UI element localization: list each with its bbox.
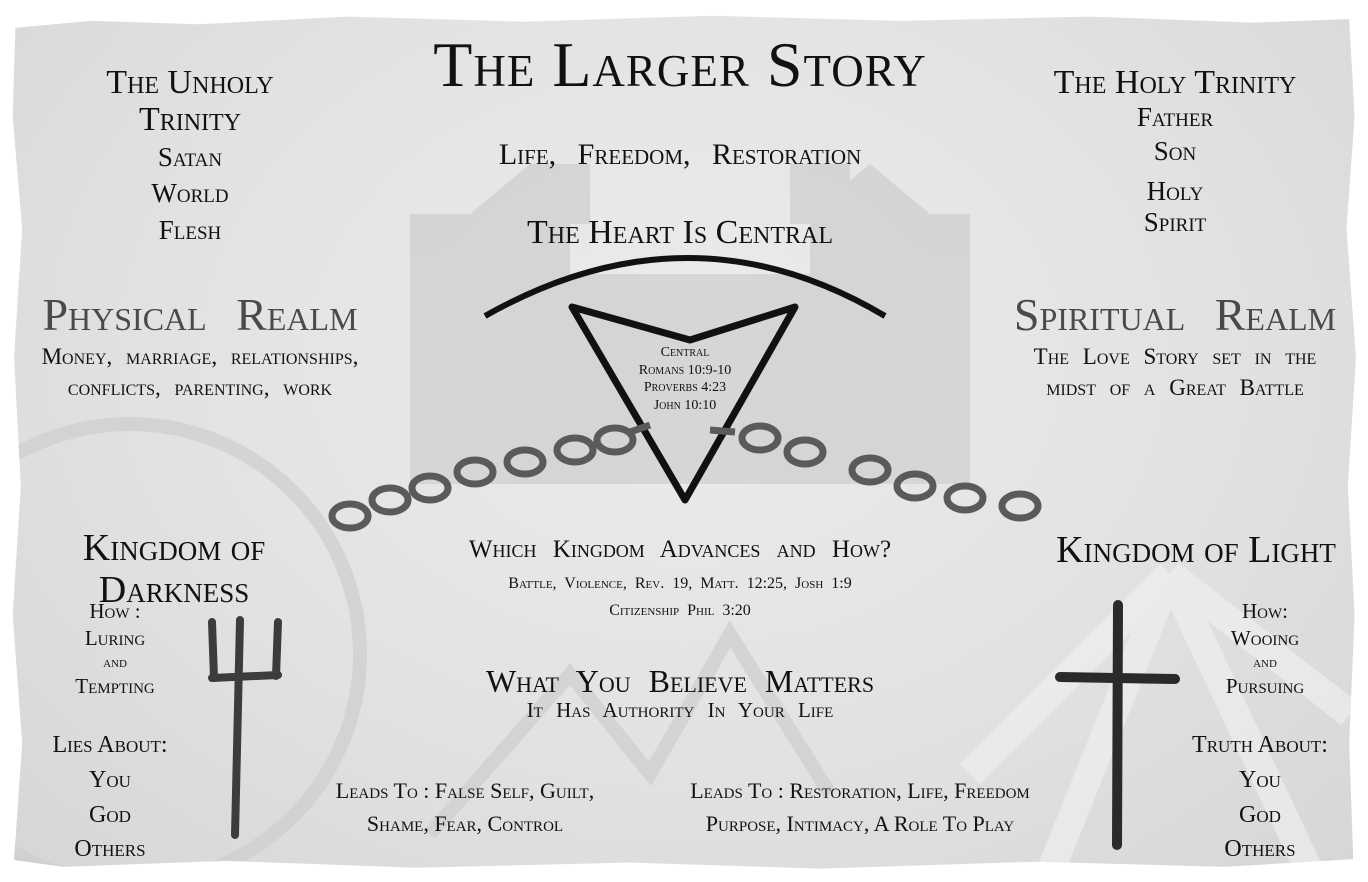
darkness-lies-section: Lies About: You God Others bbox=[30, 728, 190, 867]
unholy-trinity-item: Satan bbox=[157, 141, 223, 172]
heart-verses: Central Romans 10:9-10 Proverbs 4:23 Joh… bbox=[600, 344, 770, 414]
leads-dark-line: Shame, Fear, Control bbox=[366, 811, 564, 836]
leads-light-section: Leads To : Restoration, Life, Freedom Pu… bbox=[660, 774, 1060, 840]
light-truth-item: God bbox=[1239, 801, 1281, 828]
physical-realm-section: Physical Realm Money, marriage, relation… bbox=[20, 289, 380, 403]
spiritual-realm-line: The Love Story set in the bbox=[1033, 343, 1317, 369]
darkness-lies-label: Lies About: bbox=[52, 732, 168, 758]
believe-section: What You Believe Matters It Has Authorit… bbox=[400, 663, 960, 723]
unholy-trinity-item: Flesh bbox=[158, 214, 222, 245]
heart-verse: John 10:10 bbox=[653, 397, 717, 413]
holy-trinity-item: Father bbox=[1136, 102, 1214, 133]
physical-realm-line: Money, marriage, relationships, bbox=[41, 343, 359, 369]
cross-icon bbox=[1055, 600, 1180, 850]
holy-trinity-heading: The Holy Trinity bbox=[1053, 64, 1297, 101]
leads-light-line: Purpose, Intimacy, A Role To Play bbox=[705, 811, 1015, 836]
light-how-item: Pursuing bbox=[1225, 674, 1305, 699]
heart-verse: Romans 10:9-10 bbox=[638, 362, 732, 378]
light-truth-item: You bbox=[1239, 766, 1281, 793]
kingdom-darkness-heading: Kingdom of Darkness bbox=[82, 527, 266, 611]
spiritual-realm-heading: Spiritual Realm bbox=[1013, 289, 1337, 340]
heart-verse: Proverbs 4:23 bbox=[643, 380, 727, 395]
light-how-section: How: Wooing and Pursuing bbox=[1210, 598, 1320, 701]
light-truth-section: Truth About: You God Others bbox=[1180, 728, 1340, 867]
advance-section: Which Kingdom Advances and How? Battle, … bbox=[420, 536, 940, 624]
advance-heading: Which Kingdom Advances and How? bbox=[468, 536, 892, 563]
darkness-lies-item: Others bbox=[74, 836, 146, 863]
holy-trinity-item: Son bbox=[1153, 136, 1197, 167]
heart-verse: Central bbox=[660, 345, 710, 360]
holy-trinity-item: Holy bbox=[1146, 175, 1204, 206]
physical-realm-line: conflicts, parenting, work bbox=[67, 374, 333, 400]
arc-stroke bbox=[483, 255, 887, 319]
heart-triangle-icon bbox=[568, 303, 799, 504]
darkness-lies-item: You bbox=[89, 766, 131, 793]
darkness-how-section: How : Luring and Tempting bbox=[55, 598, 175, 701]
page-subtitle: Life, Freedom, Restoration bbox=[498, 138, 862, 171]
leads-dark-line: Leads To : False Self, Guilt, bbox=[335, 778, 595, 803]
unholy-trinity-heading: The Unholy Trinity bbox=[106, 64, 274, 139]
leads-dark-section: Leads To : False Self, Guilt, Shame, Fea… bbox=[310, 774, 620, 840]
physical-realm-heading: Physical Realm bbox=[42, 289, 358, 340]
light-how-item: and bbox=[1253, 653, 1277, 671]
advance-line: Citizenship Phil 3:20 bbox=[609, 601, 751, 619]
advance-line: Battle, Violence, Rev. 19, Matt. 12:25, … bbox=[508, 574, 852, 592]
believe-heading: What You Believe Matters bbox=[485, 663, 875, 699]
unholy-trinity-item: World bbox=[151, 178, 229, 209]
holy-trinity-section: The Holy Trinity Father Son Holy Spirit bbox=[1040, 64, 1310, 236]
believe-sub: It Has Authority In Your Life bbox=[526, 698, 834, 723]
spiritual-realm-section: Spiritual Realm The Love Story set in th… bbox=[1000, 289, 1350, 403]
trident-icon bbox=[208, 616, 282, 839]
heart-heading: The Heart Is Central bbox=[526, 214, 834, 251]
holy-trinity-item: Spirit bbox=[1143, 206, 1207, 237]
kingdom-light-heading: Kingdom of Light bbox=[1056, 529, 1336, 571]
chain-icon bbox=[328, 421, 1042, 532]
page-title: The Larger Story bbox=[433, 29, 927, 100]
light-how-item: Wooing bbox=[1230, 626, 1300, 651]
darkness-how-label: How : bbox=[89, 599, 141, 623]
unholy-trinity-section: The Unholy Trinity Satan World Flesh bbox=[60, 64, 320, 248]
darkness-lies-item: God bbox=[89, 801, 131, 828]
darkness-how-item: Tempting bbox=[75, 674, 155, 699]
light-truth-item: Others bbox=[1224, 836, 1296, 863]
light-truth-label: Truth About: bbox=[1192, 732, 1328, 758]
darkness-how-item: Luring bbox=[84, 626, 146, 651]
spiritual-realm-line: midst of a Great Battle bbox=[1046, 374, 1304, 400]
darkness-how-item: and bbox=[103, 653, 127, 671]
light-how-label: How: bbox=[1242, 599, 1288, 623]
leads-light-line: Leads To : Restoration, Life, Freedom bbox=[690, 778, 1030, 803]
